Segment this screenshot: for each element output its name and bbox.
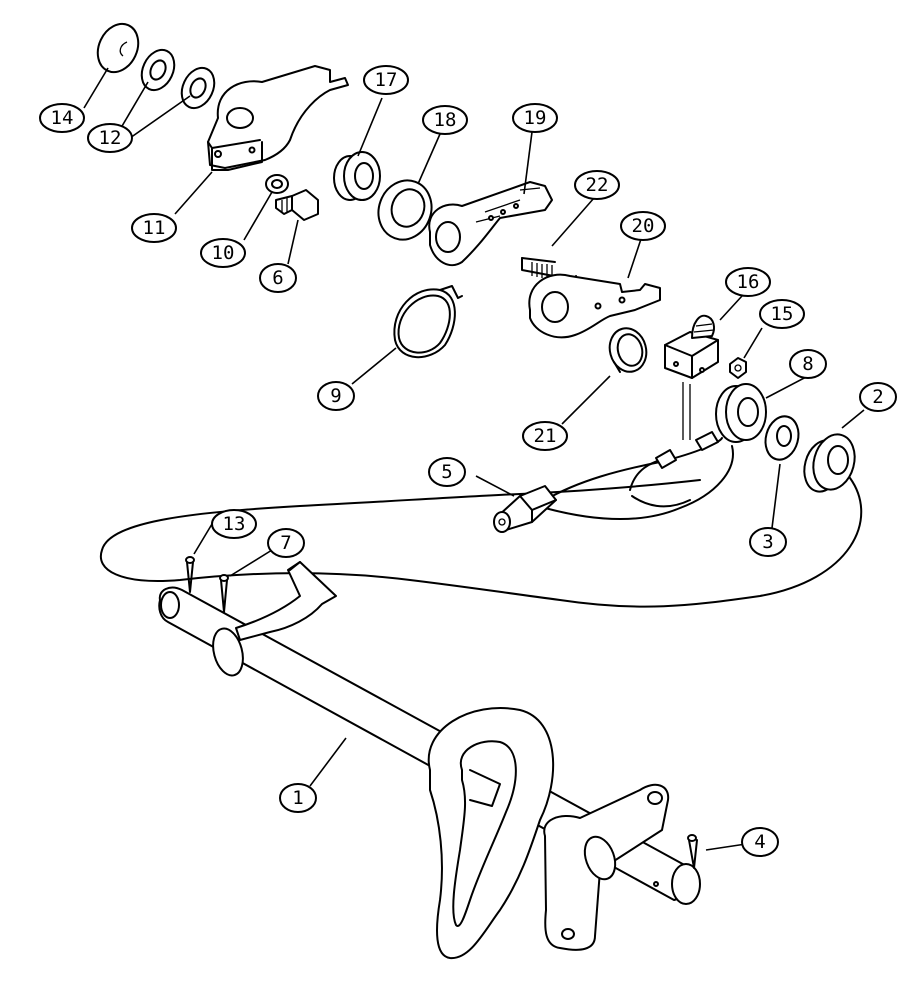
cotter-pin-13 <box>185 556 195 593</box>
washer-10 <box>265 174 289 194</box>
assembly-group-outline <box>99 477 863 608</box>
svg-text:5: 5 <box>441 461 452 483</box>
switch-16 <box>664 314 719 440</box>
callout-18: 18 <box>422 105 468 135</box>
svg-text:19: 19 <box>524 107 547 129</box>
callout-1: 1 <box>279 783 317 813</box>
callout-16: 16 <box>725 267 771 297</box>
svg-text:18: 18 <box>434 109 457 131</box>
svg-text:8: 8 <box>802 353 813 375</box>
callout-4: 4 <box>741 827 779 857</box>
callout-11: 11 <box>131 213 177 243</box>
svg-text:16: 16 <box>737 271 760 293</box>
washer-3 <box>764 415 800 461</box>
callout-5: 5 <box>428 457 466 487</box>
svg-text:14: 14 <box>51 107 74 129</box>
svg-text:6: 6 <box>272 267 283 289</box>
svg-text:15: 15 <box>771 303 794 325</box>
washer-12b <box>180 66 216 110</box>
callout-13: 13 <box>211 509 257 539</box>
cotter-pin-4 <box>687 834 698 869</box>
callout-6: 6 <box>259 263 297 293</box>
wiring-harness-5 <box>493 431 734 533</box>
svg-text:3: 3 <box>762 531 773 553</box>
nut-15 <box>729 357 747 379</box>
plate-20 <box>528 273 661 339</box>
callout-14: 14 <box>39 103 85 133</box>
leader-lines <box>83 67 865 851</box>
callout-9: 9 <box>317 381 355 411</box>
callout-12: 12 <box>87 123 133 153</box>
svg-text:10: 10 <box>212 242 235 264</box>
callout-2: 2 <box>859 382 897 412</box>
svg-text:2: 2 <box>872 386 883 408</box>
callout-7: 7 <box>267 528 305 558</box>
callout-3: 3 <box>749 527 787 557</box>
spring-coil-9 <box>393 285 463 359</box>
svg-text:4: 4 <box>754 831 765 853</box>
svg-text:1: 1 <box>292 787 303 809</box>
svg-text:20: 20 <box>632 215 655 237</box>
cotter-pin-7 <box>219 574 229 613</box>
svg-text:13: 13 <box>223 513 246 535</box>
washer-12a <box>140 48 176 92</box>
bearing-8 <box>715 383 767 443</box>
washer-18 <box>377 179 433 241</box>
svg-text:11: 11 <box>143 217 166 239</box>
svg-text:17: 17 <box>375 69 398 91</box>
callout-19: 19 <box>512 103 558 133</box>
callout-22: 22 <box>574 170 620 200</box>
shaft-assembly-1 <box>158 561 701 960</box>
lever-plate-19 <box>428 181 553 267</box>
bolt-6 <box>275 189 319 221</box>
callout-21: 21 <box>522 421 568 451</box>
callout-10: 10 <box>200 238 246 268</box>
retaining-ring-21 <box>608 327 648 373</box>
bracket-11 <box>207 65 349 171</box>
bushing-17 <box>333 151 381 201</box>
bushing-cap-2 <box>803 433 856 493</box>
svg-text:12: 12 <box>99 127 122 149</box>
callout-8: 8 <box>789 349 827 379</box>
callout-17: 17 <box>363 65 409 95</box>
svg-text:21: 21 <box>534 425 557 447</box>
washer-14 <box>96 22 140 74</box>
svg-text:22: 22 <box>586 174 609 196</box>
callout-15: 15 <box>759 299 805 329</box>
callout-20: 20 <box>620 211 666 241</box>
svg-text:9: 9 <box>330 385 341 407</box>
svg-text:7: 7 <box>280 532 291 554</box>
